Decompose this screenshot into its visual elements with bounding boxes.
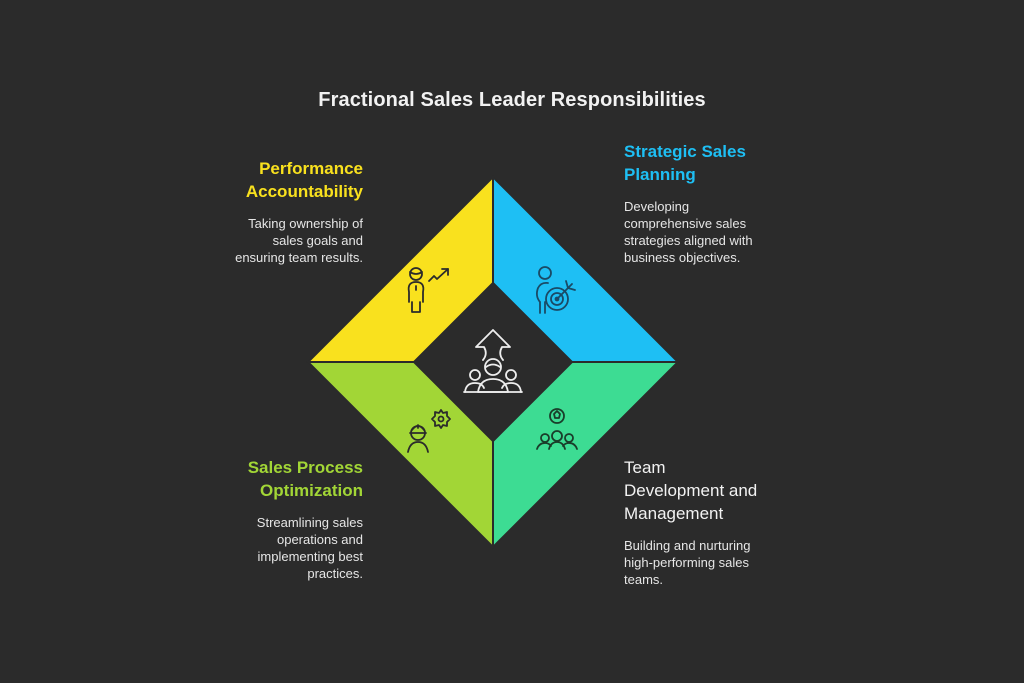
person-target-icon [535,266,576,314]
team-development-block: Team Development and Management Building… [624,456,804,588]
description-line: Taking ownership of [248,216,363,231]
description-line: Developing [624,199,690,214]
description-line: comprehensive sales [624,216,747,231]
sales-process-optimization-heading: Sales Process Optimization [200,456,363,502]
description-line: operations and [276,532,363,547]
description-line: ensuring team results. [235,250,363,265]
performance-accountability-heading: Performance Accountability [200,157,363,203]
heading-line: Development and [624,481,758,500]
heading-line: Accountability [245,182,363,201]
performance-accountability-block: Performance Accountability Taking owners… [200,157,363,266]
description-line: Building and nurturing [624,538,751,553]
worker-gear-icon [407,409,451,453]
heading-line: Team [624,458,666,477]
strategic-sales-planning-heading: Strategic Sales Planning [624,140,804,186]
description-line: high-performing sales [624,555,750,570]
description-line: business objectives. [624,250,741,265]
heading-line: Sales Process [247,458,363,477]
team-growth-arrow-icon [463,329,523,393]
page-title: Fractional Sales Leader Responsibilities [318,89,706,111]
description-line: implementing best [257,549,364,564]
performance-accountability-description: Taking ownership of sales goals and ensu… [200,215,363,266]
heading-line: Strategic Sales [624,142,746,161]
heading-line: Planning [624,165,696,184]
strategic-sales-planning-block: Strategic Sales Planning Developing comp… [624,140,804,266]
team-development-description: Building and nurturing high-performing s… [624,537,804,588]
strategic-sales-planning-description: Developing comprehensive sales strategie… [624,198,804,266]
person-trend-up-icon [407,267,449,313]
team-development-heading: Team Development and Management [624,456,804,525]
heading-line: Optimization [260,481,363,500]
center-diamond [414,283,572,441]
team-ball-icon [536,408,578,450]
heading-line: Management [624,504,724,523]
description-line: practices. [307,566,363,581]
sales-process-optimization-block: Sales Process Optimization Streamlining … [200,456,363,582]
sales-process-optimization-description: Streamlining sales operations and implem… [200,514,363,582]
description-line: Streamlining sales [256,515,363,530]
description-line: sales goals and [272,233,363,248]
description-line: teams. [624,572,664,587]
heading-line: Performance [259,159,363,178]
description-line: strategies aligned with [624,233,753,248]
